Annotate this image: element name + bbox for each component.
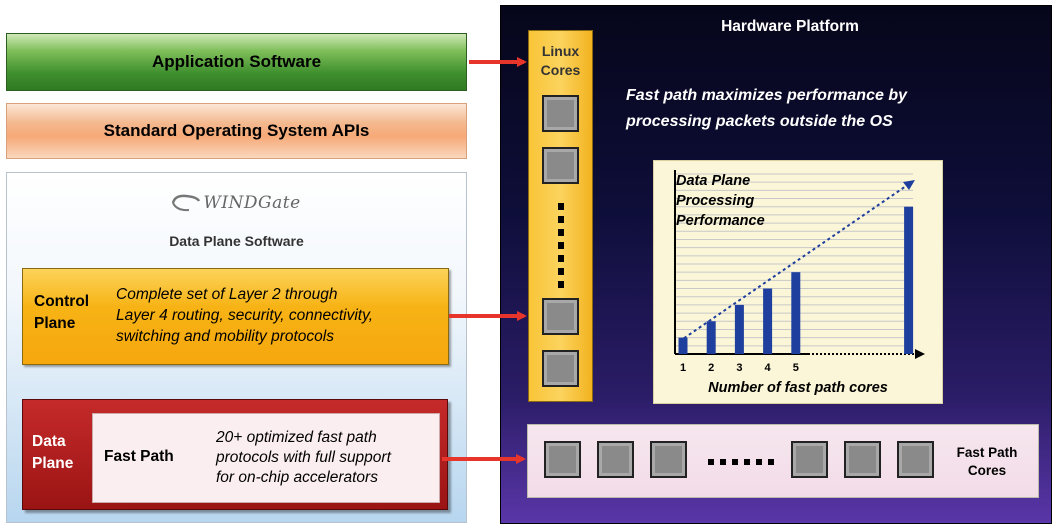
linux-core <box>542 95 579 132</box>
swoosh-icon <box>172 194 201 212</box>
ellipsis-dot <box>558 203 564 210</box>
os-apis-bar: Standard Operating System APIs <box>6 103 467 159</box>
control-plane-label: Control Plane <box>34 293 90 332</box>
ellipsis-dot <box>558 229 564 236</box>
trend-line <box>678 183 910 343</box>
fast-path-label: Fast Path <box>104 448 174 465</box>
fast-path-core <box>844 441 881 478</box>
ellipsis-dot <box>558 255 564 262</box>
fast-path-core <box>597 441 634 478</box>
x-tick-label: 4 <box>765 362 772 374</box>
fast-path-core <box>650 441 687 478</box>
fast-path-box <box>92 413 440 503</box>
fast-path-core <box>897 441 934 478</box>
hardware-platform-description: Fast path maximizes performance by proce… <box>626 87 907 130</box>
fast-path-core <box>791 441 828 478</box>
x-tick-label: 3 <box>736 362 742 374</box>
linux-core <box>542 298 579 335</box>
chart-bar <box>763 288 773 354</box>
chart-bar <box>904 206 914 354</box>
fast-path-description: 20+ optimized fast path protocols with f… <box>216 429 391 486</box>
ellipsis-dot <box>756 459 762 465</box>
linux-core <box>542 350 579 387</box>
linux-core <box>542 147 579 184</box>
x-tick-label: 2 <box>708 362 714 374</box>
fast-path-core <box>544 441 581 478</box>
chart-bar <box>678 337 688 354</box>
windgate-logo: WINDGate <box>150 188 320 218</box>
ellipsis-dot <box>720 459 726 465</box>
x-axis-arrowhead <box>915 349 925 359</box>
chart-bar <box>706 321 716 354</box>
control-plane-box <box>22 268 449 365</box>
application-software-label: Application Software <box>151 52 322 71</box>
ellipsis-dot <box>708 459 714 465</box>
control-plane-description: Complete set of Layer 2 through Layer 4 … <box>116 286 374 345</box>
logo-text: WINDGate <box>203 193 301 213</box>
hardware-platform-title: Hardware Platform <box>721 18 859 35</box>
fast-path-cores-label: Fast Path Cores <box>956 445 1018 478</box>
ellipsis-dot <box>558 242 564 249</box>
ellipsis-dot <box>558 268 564 275</box>
x-tick-label: 5 <box>793 362 799 374</box>
ellipsis-dot <box>558 216 564 223</box>
x-tick-label: 1 <box>680 362 686 374</box>
ellipsis-dot <box>768 459 774 465</box>
chart-title: Data Plane Processing Performance <box>676 173 765 229</box>
ellipsis-dot <box>558 281 564 288</box>
linux-cores-label: Linux Cores <box>540 43 581 78</box>
application-software-bar: Application Software <box>6 33 467 91</box>
chart-x-axis-label: Number of fast path cores <box>708 380 888 396</box>
os-apis-label: Standard Operating System APIs <box>103 121 370 140</box>
performance-chart-plot: 1 2 3 4 5 <box>674 170 925 374</box>
ellipsis-dot <box>744 459 750 465</box>
ellipsis-dot <box>732 459 738 465</box>
data-plane-software-title: Data Plane Software <box>169 233 304 249</box>
trend-arrowhead <box>903 180 915 190</box>
chart-bar <box>734 304 744 354</box>
data-plane-label: Data Plane <box>32 433 74 472</box>
chart-bar <box>791 272 801 354</box>
